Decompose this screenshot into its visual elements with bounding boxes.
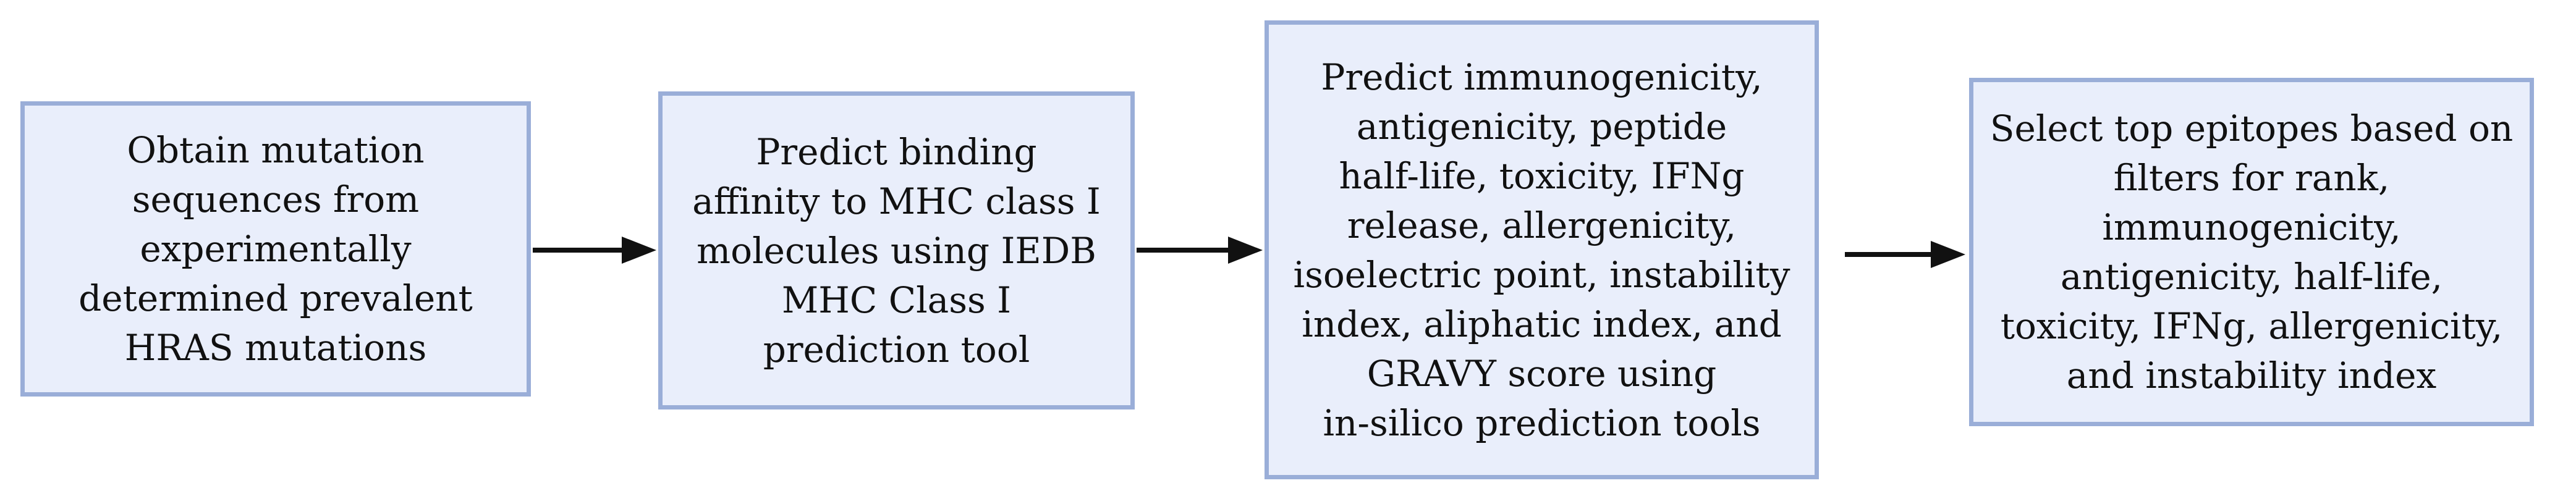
step-1-box: Obtain mutation sequences from experimen… (20, 101, 531, 397)
step-2-box: Predict binding affinity to MHC class I … (658, 91, 1135, 410)
step-2-text: Predict binding affinity to MHC class I … (692, 130, 1101, 371)
step-3-text: Predict immunogenicity, antigenicity, pe… (1293, 56, 1790, 444)
step-1-text: Obtain mutation sequences from experimen… (78, 129, 473, 369)
arrow-2-to-3 (1137, 237, 1263, 264)
arrow-1-to-2 (533, 237, 656, 264)
step-4-text: Select top epitopes based on filters for… (1989, 107, 2514, 397)
step-3-box: Predict immunogenicity, antigenicity, pe… (1265, 20, 1819, 479)
step-4-box: Select top epitopes based on filters for… (1969, 78, 2534, 426)
arrow-3-to-4 (1845, 241, 1965, 268)
